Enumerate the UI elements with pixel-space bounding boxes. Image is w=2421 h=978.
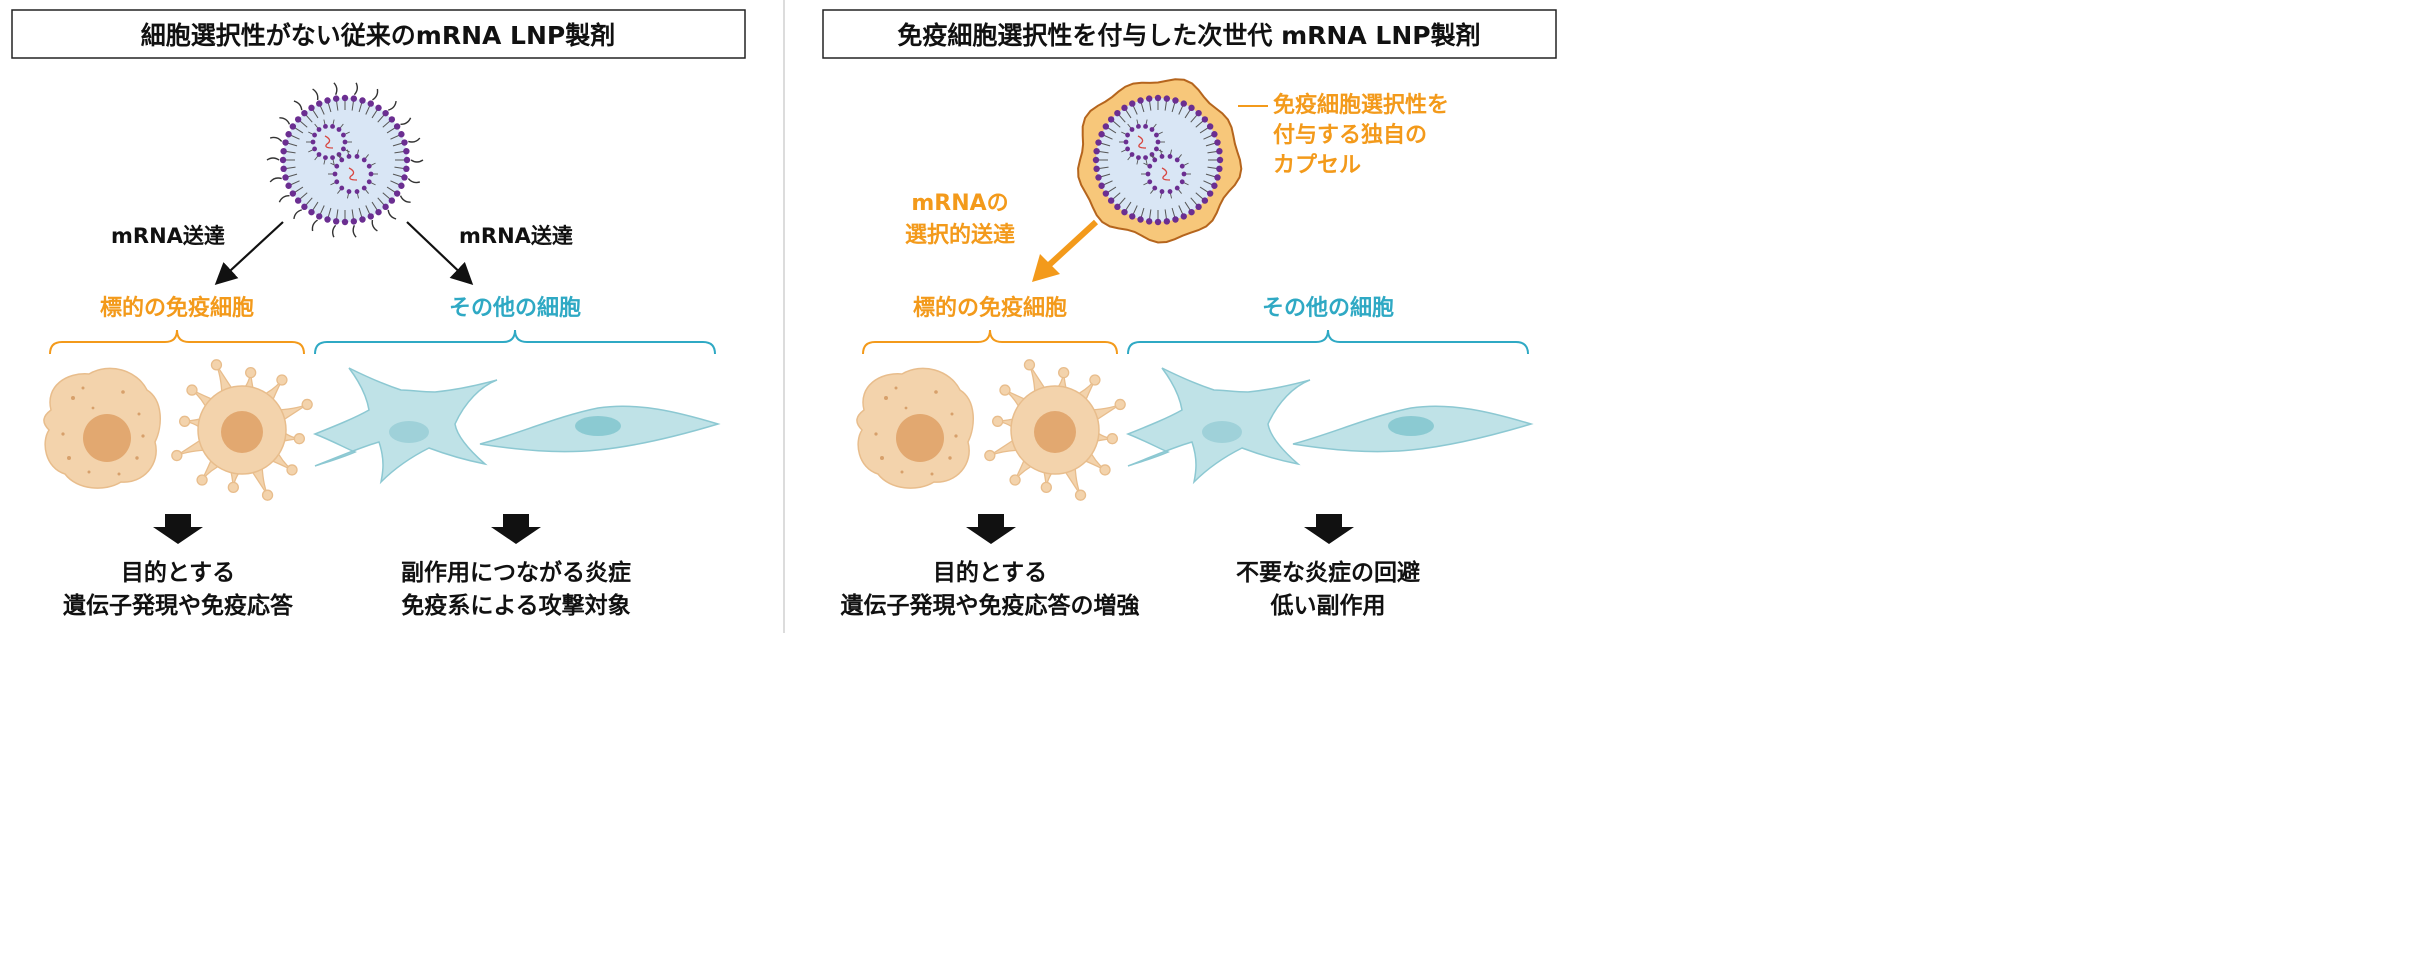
delivery-label-line2: 選択的送達 [905, 222, 1015, 248]
selective-delivery-arrowhead [1032, 254, 1060, 282]
right-title-box [822, 9, 1557, 59]
other-group-label: その他の細胞 [1262, 295, 1394, 321]
capsule-label-line3: カプセル [1273, 153, 1361, 178]
delivery-label-left: mRNA送達 [111, 224, 225, 248]
target-group-label: 標的の免疫細胞 [100, 295, 254, 321]
capsule-lnp [1077, 78, 1243, 244]
target-group-brace [862, 329, 1118, 355]
outcome-arrow-target [153, 514, 203, 544]
outcome-target-line1: 目的とする [121, 559, 235, 586]
lnp-particle [266, 82, 424, 238]
outcome-other-line2: 免疫系による攻撃対象 [401, 592, 630, 619]
delivery-label-right: mRNA送達 [459, 224, 573, 248]
target-group-label: 標的の免疫細胞 [913, 295, 1067, 321]
other-group-brace [314, 329, 716, 355]
fibroblast-cell-spindle [479, 405, 721, 453]
other-group-brace [1127, 329, 1529, 355]
outcome-target-line2: 遺伝子発現や免疫応答の増強 [841, 592, 1140, 619]
fibroblast-cell-star [312, 367, 498, 485]
right-title: 免疫細胞選択性を付与した次世代 mRNA LNP製剤 [897, 21, 1480, 50]
fibroblast-cell-spindle [1292, 405, 1534, 453]
outcome-other-line1: 不要な炎症の回避 [1236, 559, 1420, 586]
delivery-arrow-left [214, 221, 284, 285]
outcome-target-line1: 目的とする [933, 559, 1047, 586]
left-title-box [11, 9, 746, 59]
macrophage-cell [856, 367, 974, 489]
left-panel: 細胞選択性がない従来のmRNA LNP製剤 mRNA送達 mRNA送達 標的の免… [11, 9, 746, 619]
fibroblast-cell-star [1125, 367, 1311, 485]
outcome-arrow-target [966, 514, 1016, 544]
capsule-label-line1: 免疫細胞選択性を [1273, 92, 1449, 118]
outcome-other-line2: 低い副作用 [1270, 593, 1386, 619]
figure-canvas: 細胞選択性がない従来のmRNA LNP製剤 mRNA送達 mRNA送達 標的の免… [11, 0, 1557, 633]
right-panel: 免疫細胞選択性を付与した次世代 mRNA LNP製剤 免疫細胞選択性を 付与する… [822, 9, 1557, 619]
outcome-arrow-other [491, 514, 541, 544]
lnp-particle [1092, 94, 1224, 226]
selective-delivery-arrow [1045, 219, 1099, 269]
outcome-other-line1: 副作用につながる炎症 [401, 559, 631, 586]
dendritic-cell [984, 359, 1126, 501]
macrophage-cell [43, 367, 161, 489]
capsule-label-line2: 付与する独自の [1273, 122, 1427, 148]
outcome-arrow-other [1304, 514, 1354, 544]
target-group-brace [49, 329, 305, 355]
left-title: 細胞選択性がない従来のmRNA LNP製剤 [141, 21, 615, 50]
delivery-arrow-right [406, 221, 474, 286]
dendritic-cell [171, 359, 313, 501]
delivery-label-line1: mRNAの [911, 191, 1008, 216]
outcome-target-line2: 遺伝子発現や免疫応答 [63, 592, 294, 619]
other-group-label: その他の細胞 [449, 295, 581, 321]
